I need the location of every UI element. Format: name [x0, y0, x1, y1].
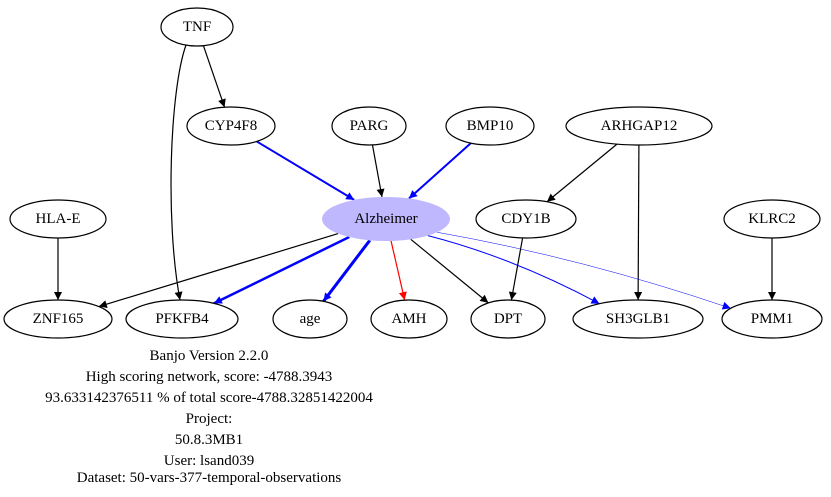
node-amh[interactable]: AMH: [370, 299, 448, 339]
node-shape: [160, 7, 234, 47]
node-label: BMP10: [467, 118, 514, 134]
caption-line: User: lsand039: [164, 453, 254, 469]
edge-cyp4f8-to-alzheimer: [256, 140, 355, 201]
node-label: HLA-E: [36, 211, 81, 227]
node-hla-e[interactable]: HLA-E: [9, 199, 107, 239]
edge-alzheimer-to-amh: [390, 240, 407, 301]
node-label: ZNF165: [33, 311, 84, 327]
node-alzheimer[interactable]: Alzheimer: [322, 197, 450, 241]
node-label: ARHGAP12: [601, 118, 678, 134]
caption-line: High scoring network, score: -4788.3943: [86, 369, 333, 385]
caption-line: 50.8.3MB1: [175, 432, 243, 448]
node-shape: [186, 106, 276, 146]
edge-alzheimer-to-sh3glb1: [427, 235, 600, 305]
node-shape: [723, 199, 821, 239]
node-shape: [331, 106, 407, 146]
node-arhgap12[interactable]: ARHGAP12: [565, 106, 713, 146]
node-cdy1b[interactable]: CDY1B: [475, 199, 577, 239]
caption-line: Project:: [186, 411, 233, 427]
edge-alzheimer-to-pmm1: [437, 231, 731, 310]
node-shape: [370, 299, 448, 339]
caption-line: Dataset: 50-vars-377-temporal-observatio…: [77, 470, 342, 486]
node-shape: [272, 299, 348, 339]
node-pmm1[interactable]: PMM1: [721, 299, 823, 339]
node-label: KLRC2: [748, 211, 796, 227]
caption-line: Banjo Version 2.2.0: [150, 348, 269, 364]
edge-alzheimer-to-dpt: [410, 238, 489, 304]
node-shape: [475, 199, 577, 239]
node-pfkfb4[interactable]: PFKFB4: [125, 299, 239, 339]
node-bmp10[interactable]: BMP10: [445, 106, 535, 146]
caption: Banjo Version 2.2.0 High scoring network…: [45, 348, 373, 486]
node-shape: [721, 299, 823, 339]
edge-alzheimer-to-pfkfb4: [213, 235, 350, 305]
edge-arhgap12-to-sh3glb1: [634, 144, 643, 301]
node-shape: [470, 299, 546, 339]
node-shape: [125, 299, 239, 339]
edge-bmp10-to-alzheimer: [408, 142, 472, 200]
node-label: DPT: [494, 311, 522, 327]
node-label: age: [300, 311, 321, 327]
node-label: TNF: [183, 19, 211, 35]
node-shape: [572, 299, 704, 339]
node-label: Alzheimer: [354, 211, 417, 227]
node-shape: [445, 106, 535, 146]
node-label: PMM1: [751, 311, 794, 327]
node-cyp4f8[interactable]: CYP4F8: [186, 106, 276, 146]
edge-tnf-to-cyp4f8: [202, 45, 226, 108]
node-sh3glb1[interactable]: SH3GLB1: [572, 299, 704, 339]
edge-alzheimer-to-znf165: [98, 233, 339, 309]
edge-arhgap12-to-cdy1b: [546, 143, 618, 203]
node-shape: [565, 106, 713, 146]
node-shape: [322, 197, 450, 241]
node-tnf[interactable]: TNF: [160, 7, 234, 47]
node-age[interactable]: age: [272, 299, 348, 339]
node-znf165[interactable]: ZNF165: [3, 299, 113, 339]
node-label: SH3GLB1: [606, 311, 670, 327]
node-parg[interactable]: PARG: [331, 106, 407, 146]
node-label: PFKFB4: [155, 311, 209, 327]
node-shape: [3, 299, 113, 339]
edge-parg-to-alzheimer: [371, 144, 385, 198]
edge-alzheimer-to-age: [322, 239, 372, 303]
node-shape: [9, 199, 107, 239]
node-label: PARG: [350, 118, 389, 134]
edge-cdy1b-to-dpt: [508, 237, 524, 301]
node-label: CYP4F8: [205, 118, 258, 134]
caption-line: 93.633142376511 % of total score-4788.32…: [45, 390, 373, 406]
edge-tnf-to-pfkfb4: [170, 44, 187, 301]
node-klrc2[interactable]: KLRC2: [723, 199, 821, 239]
node-dpt[interactable]: DPT: [470, 299, 546, 339]
node-label: CDY1B: [501, 211, 550, 227]
node-label: AMH: [391, 311, 426, 327]
edges: [54, 44, 776, 310]
